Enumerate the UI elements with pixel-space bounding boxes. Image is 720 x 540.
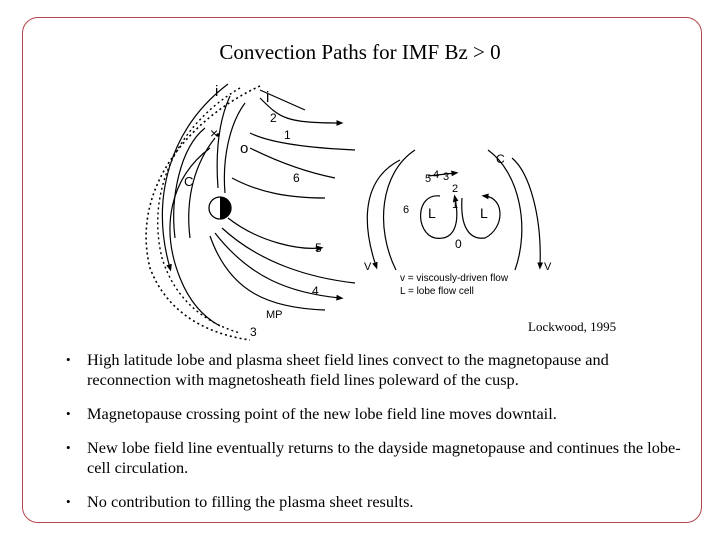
bullet-list: • High latitude lobe and plasma sheet fie…: [66, 350, 688, 526]
label-v-left: V: [364, 261, 372, 273]
label-v-right: V: [544, 261, 552, 273]
label-i-right: i: [266, 89, 269, 106]
label-path-3: 3: [250, 325, 257, 339]
label-d-4: 4: [433, 169, 439, 181]
label-o-bottom: 0: [455, 237, 462, 251]
bullet-text: High latitude lobe and plasma sheet fiel…: [87, 350, 609, 389]
label-d-6: 6: [403, 204, 409, 216]
label-path-6: 6: [293, 171, 300, 185]
label-d-5: 5: [425, 173, 431, 185]
legend-v: v = viscously-driven flow: [400, 273, 509, 284]
magnetosphere-sketch: [145, 83, 356, 341]
bullet-item: • New lobe field line eventually returns …: [66, 438, 688, 478]
label-lobe-right: L: [480, 205, 488, 221]
bullet-text: No contribution to filling the plasma sh…: [87, 492, 414, 511]
bullet-text: New lobe field line eventually returns t…: [87, 438, 681, 477]
legend-l: L = lobe flow cell: [400, 286, 474, 297]
figure-credit: Lockwood, 1995: [528, 319, 617, 334]
label-path-4: 4: [312, 284, 319, 298]
label-o-top: o: [240, 140, 248, 157]
slide-frame: [22, 17, 702, 523]
bullet-item: • No contribution to filling the plasma s…: [66, 492, 688, 512]
label-path-5: 5: [315, 241, 322, 255]
label-path-2: 2: [270, 111, 277, 125]
label-c-left: C: [184, 174, 193, 189]
label-c-right: C: [496, 152, 505, 166]
bullet-dot: •: [66, 440, 71, 455]
bullet-dot: •: [66, 406, 71, 421]
bullet-dot: •: [66, 494, 71, 509]
label-x-mark: ×: [210, 125, 218, 141]
bullet-text: Magnetopause crossing point of the new l…: [87, 404, 557, 423]
label-d-2: 2: [452, 183, 458, 195]
label-lobe-left: L: [428, 205, 436, 221]
bullet-dot: •: [66, 352, 71, 367]
label-d-1: 1: [452, 199, 458, 211]
label-d-3: 3: [443, 171, 449, 183]
convection-diagram: i i × o C 2 1 6 5 4 MP 3 C 5 4 3 2 1 6 L…: [110, 78, 590, 343]
label-i-left: i: [215, 83, 218, 100]
label-mp: MP: [266, 309, 283, 321]
bullet-item: • Magnetopause crossing point of the new …: [66, 404, 688, 424]
bullet-item: • High latitude lobe and plasma sheet fie…: [66, 350, 688, 390]
slide-title: Convection Paths for IMF Bz > 0: [219, 40, 501, 64]
label-path-1: 1: [284, 128, 291, 142]
ionospheric-flow-cells: [366, 149, 544, 271]
